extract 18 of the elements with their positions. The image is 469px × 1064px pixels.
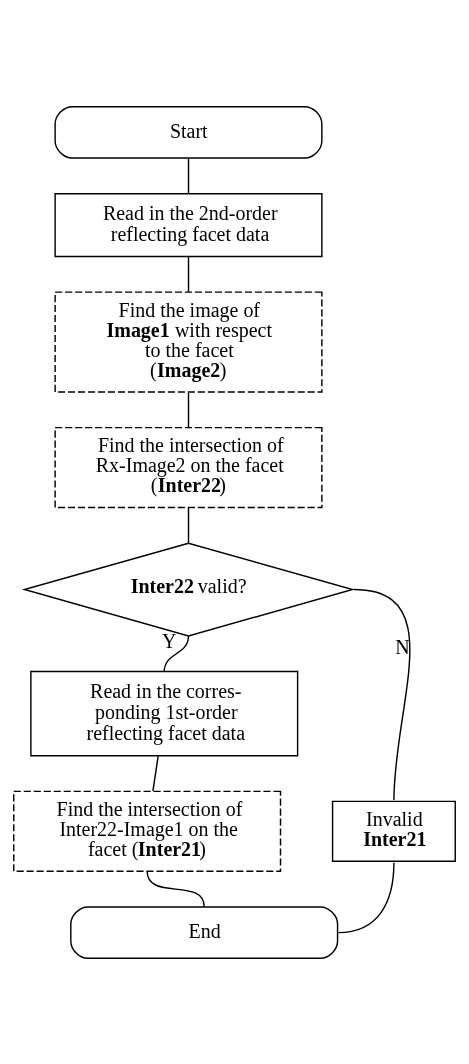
connector xyxy=(146,870,205,908)
connector xyxy=(187,506,190,544)
connector xyxy=(187,157,190,194)
node-box: Find the image of Image1 with respect to the facet (Image2) xyxy=(54,290,323,393)
node-box: Read in the 2nd-order reflecting facet data xyxy=(54,192,323,257)
connector xyxy=(152,754,159,792)
node-box: End xyxy=(70,905,339,959)
node-box: Invalid Inter21 xyxy=(331,800,456,862)
edge-label: N xyxy=(395,635,410,658)
connector xyxy=(187,255,190,293)
node-box: Find the intersection of Rx-Image2 on the facet (Inter22) xyxy=(54,426,323,508)
connector xyxy=(353,588,411,801)
node-box: Read in the corres- ponding 1st-order reflecting facet data xyxy=(30,670,299,756)
node-box: Find the intersection of Inter22-Image1 on the facet (Inter21) xyxy=(13,790,282,872)
connector xyxy=(337,861,395,933)
connector xyxy=(187,391,190,428)
connector xyxy=(163,634,190,672)
node-box: Start xyxy=(54,105,323,159)
